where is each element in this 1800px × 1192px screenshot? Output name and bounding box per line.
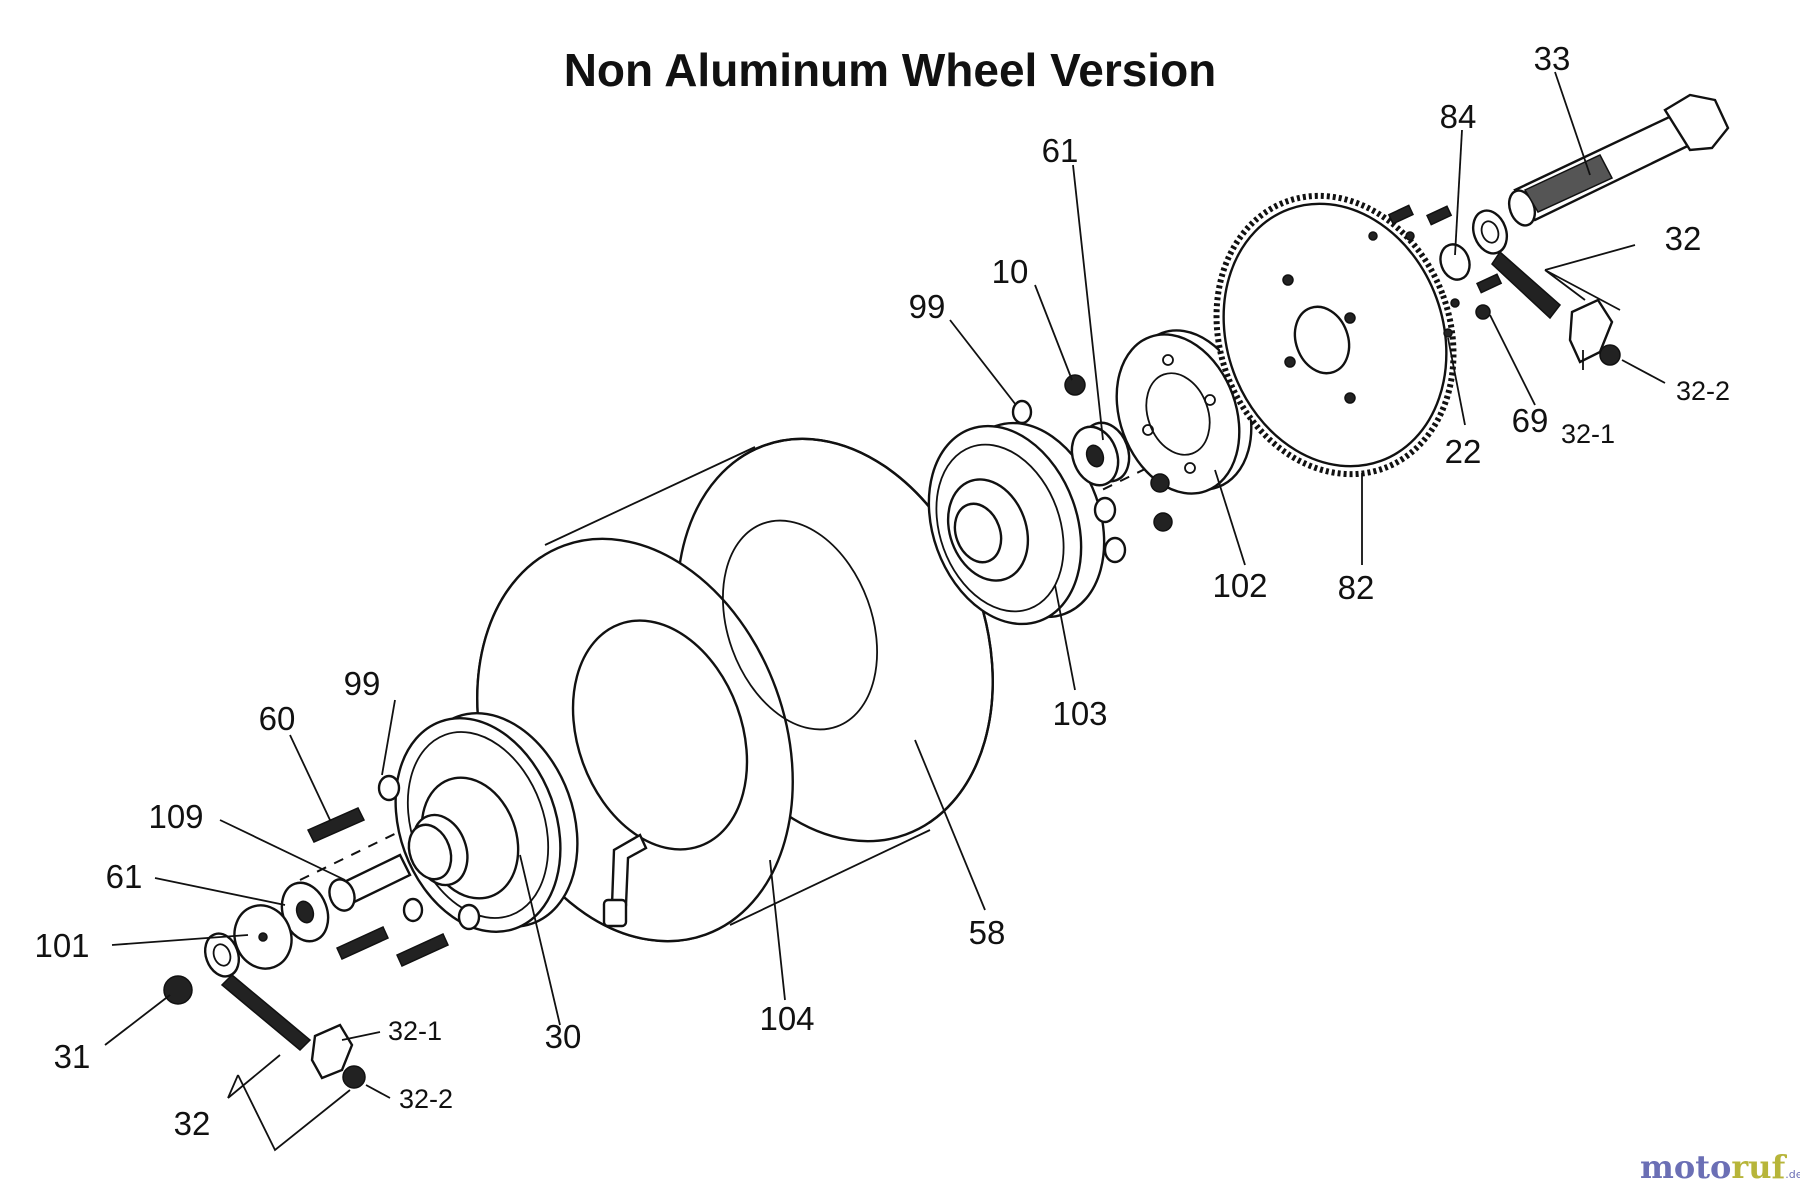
hardware-upper: [1368, 204, 1503, 338]
callout-82: 82: [1338, 569, 1375, 606]
callout-10: 10: [992, 253, 1029, 290]
callout-32-1-upper: 32-1: [1561, 419, 1615, 449]
left-hub: [394, 712, 579, 933]
sprocket: [1213, 192, 1457, 478]
callout-102: 102: [1212, 567, 1267, 604]
callout-60: 60: [259, 700, 296, 737]
callout-22: 22: [1445, 433, 1482, 470]
callout-33: 33: [1534, 40, 1571, 77]
callout-99-upper: 99: [909, 288, 946, 325]
callout-32-1-lower: 32-1: [388, 1016, 442, 1046]
hardware-lower: [233, 774, 481, 970]
callout-104: 104: [759, 1000, 814, 1037]
chain-adjuster-lower: [163, 932, 366, 1089]
callout-31: 31: [54, 1038, 91, 1075]
chain-adjuster-upper: [1471, 209, 1621, 366]
callout-109: 109: [148, 798, 203, 835]
callout-32-2-upper: 32-2: [1676, 376, 1730, 406]
watermark-logo: motoruf.de: [1640, 1148, 1800, 1186]
axle-bolt: [1507, 93, 1730, 227]
right-hub: [927, 421, 1106, 626]
diagram-title: Non Aluminum Wheel Version: [564, 44, 1217, 96]
callout-30: 30: [545, 1018, 582, 1055]
callout-84: 84: [1440, 98, 1477, 135]
callout-32-upper: 32: [1665, 220, 1702, 257]
callout-103: 103: [1052, 695, 1107, 732]
callout-61-lower: 61: [106, 858, 143, 895]
svg-text:motoruf.de: motoruf.de: [1640, 1148, 1800, 1186]
flange-plate: [1115, 329, 1253, 495]
valve-stem: [602, 833, 648, 928]
callout-61-upper: 61: [1042, 132, 1079, 169]
callout-labels: 33 84 61 32 10 99 32-2 69 32-1 22 102 82…: [34, 40, 1730, 1142]
callout-58: 58: [969, 914, 1006, 951]
callout-32-lower: 32: [174, 1105, 211, 1142]
leader-lines: [104, 71, 1666, 1152]
callout-101: 101: [34, 927, 89, 964]
callout-32-2-lower: 32-2: [399, 1084, 453, 1114]
callout-99-lower: 99: [344, 665, 381, 702]
upper-bearing: [1011, 374, 1173, 564]
callout-69: 69: [1512, 402, 1549, 439]
